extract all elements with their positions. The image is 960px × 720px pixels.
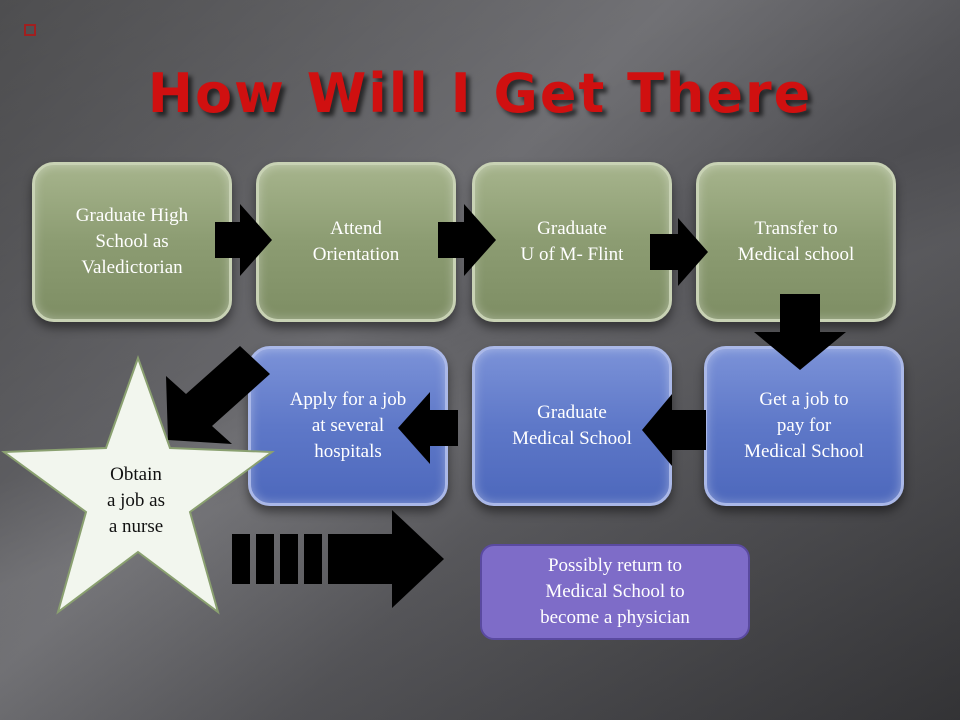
arrow-stripe [304,534,322,584]
step-attend-orientation: Attend Orientation [256,162,456,322]
arrow-down-left-icon [166,346,270,444]
arrow-right-icon [438,204,496,276]
arrow-stripe [256,534,274,584]
arrow-down-icon [754,294,846,370]
arrow-stripe [232,534,250,584]
step-label: Graduate U of M- Flint [520,218,624,265]
star-shape [1,355,275,615]
big-arrow-right-icon [328,510,444,608]
arrow-left-icon [642,394,706,466]
step-return-medical-school: Possibly return to Medical School to bec… [480,544,750,640]
arrow-left-icon [398,392,458,464]
step-label: Apply for a job at several hospitals [289,389,407,462]
slide-title: How Will I Get There [147,62,813,125]
step-label: Graduate High School as Valedictorian [75,205,189,278]
arrow-right-icon [215,204,272,276]
step-label: Graduate Medical School [512,402,632,449]
step-label: Attend Orientation [312,218,400,265]
star-label: Obtain a job as a nurse [106,464,166,537]
arrow-stripe [280,534,298,584]
step-job-pay-medical-school: Get a job to pay for Medical School [704,346,904,506]
arrow-right-icon [650,218,708,286]
step-label: Get a job to pay for Medical School [744,389,864,462]
step-graduate-um-flint: Graduate U of M- Flint [472,162,672,322]
step-label: Possibly return to Medical School to bec… [540,555,690,628]
corner-bullet [24,24,36,36]
step-label: Transfer to Medical school [737,218,855,265]
